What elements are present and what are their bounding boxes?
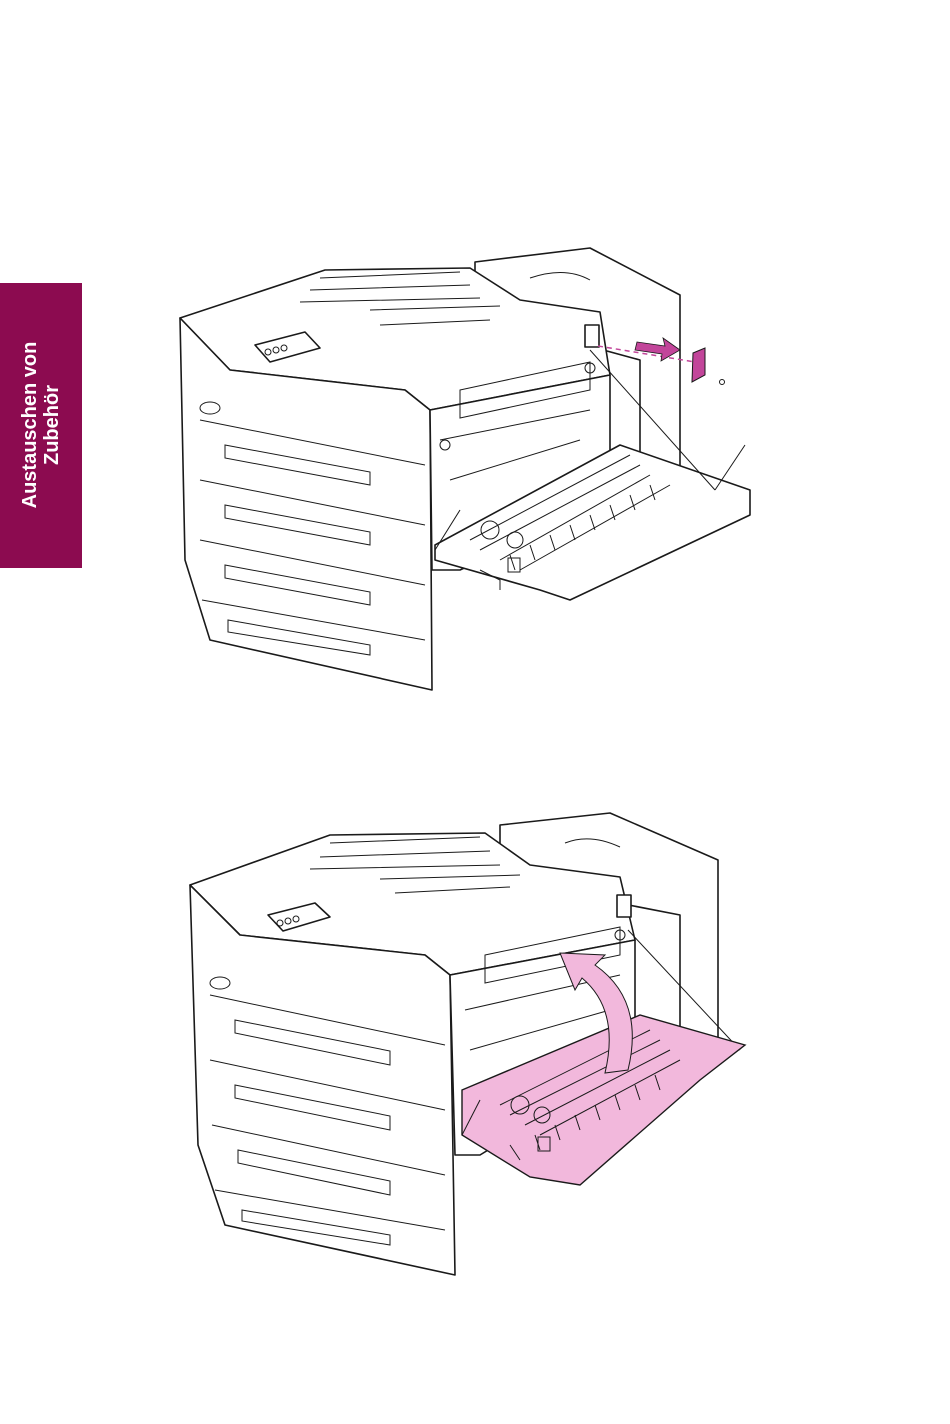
latch	[585, 325, 599, 347]
printer-illustration-bottom	[180, 805, 750, 1305]
screw	[720, 380, 725, 385]
section-tab-line-1: Austauschen von	[19, 342, 41, 509]
section-tab: Austauschen von Zubehör	[0, 283, 82, 568]
section-tab-label: Austauschen von Zubehör	[19, 342, 63, 509]
printer-drawing-top	[170, 240, 770, 700]
cover-plate	[692, 348, 705, 382]
printer-drawing-bottom	[180, 805, 750, 1305]
printer-illustration-top	[170, 240, 770, 700]
section-tab-line-2: Zubehör	[41, 342, 63, 509]
